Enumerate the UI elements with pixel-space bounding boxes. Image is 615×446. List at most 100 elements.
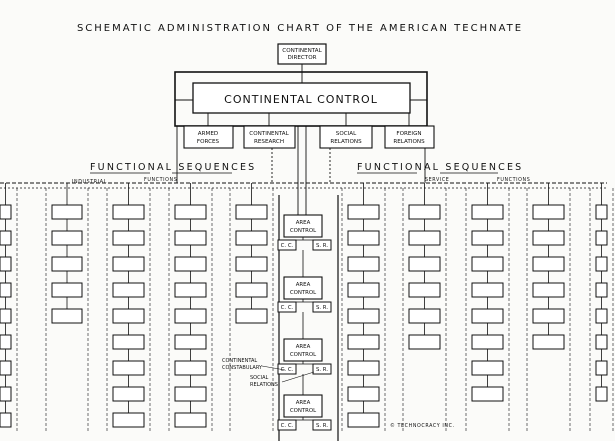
sequence-box — [347, 386, 380, 402]
cc-label: C. C. — [281, 305, 294, 311]
sequence-box — [595, 282, 608, 298]
sequence-box — [112, 204, 145, 220]
continental-research-box — [243, 125, 296, 149]
sequence-box — [112, 308, 145, 324]
sequence-box — [595, 308, 608, 324]
sequence-box — [0, 204, 12, 220]
sequence-box — [471, 308, 504, 324]
sequence-box — [174, 334, 207, 350]
area-control-label-1: AREA — [296, 220, 311, 226]
area-control-box — [283, 394, 323, 418]
sr-box — [312, 363, 332, 375]
sr-label: S. R. — [316, 423, 328, 429]
sequence-box — [235, 282, 268, 298]
area-control-box — [283, 276, 323, 300]
sequence-box — [51, 204, 83, 220]
social-relations-label-1: SOCIAL — [336, 131, 357, 137]
sequence-box — [532, 230, 565, 246]
area-control-label-1: AREA — [296, 282, 311, 288]
sequence-box — [595, 204, 608, 220]
sr-box — [312, 419, 332, 431]
sequence-box — [0, 412, 12, 428]
sequence-box — [174, 386, 207, 402]
right-functions-label: FUNCTIONS — [497, 177, 530, 183]
cc-label: C. C. — [281, 367, 294, 373]
area-control-label-2: CONTROL — [290, 408, 316, 414]
sequence-box — [408, 334, 441, 350]
area-control-box — [283, 214, 323, 238]
social-relations-note-2: RELATIONS — [250, 382, 278, 388]
sequence-box — [347, 360, 380, 376]
social-relations-box — [319, 125, 373, 149]
continental-constabulary-note-1: CONTINENTAL — [222, 358, 257, 364]
sequence-box — [112, 360, 145, 376]
constabulary-pointer — [261, 365, 286, 371]
armed-forces-label-1: ARMED — [198, 131, 218, 137]
sequence-box — [595, 230, 608, 246]
sequence-box — [174, 256, 207, 272]
right-functional-sequences-title: FUNCTIONAL SEQUENCES — [357, 162, 523, 173]
continental-director-label-1: CONTINENTAL — [282, 48, 322, 54]
sequence-box — [235, 204, 268, 220]
sequence-box — [347, 230, 380, 246]
sequence-box — [532, 256, 565, 272]
sr-label: S. R. — [316, 367, 328, 373]
sequence-box — [595, 256, 608, 272]
sequence-box — [235, 230, 268, 246]
area-controls: AREA CONTROL C. C. S. R. AREA CONTROL C. C. S. … — [277, 214, 332, 431]
connector-lines — [0, 64, 614, 441]
cc-box — [277, 301, 297, 313]
cc-box — [277, 239, 297, 251]
area-control-label-1: AREA — [296, 344, 311, 350]
area-control-label-1: AREA — [296, 400, 311, 406]
service-label: SERVICE — [425, 177, 449, 183]
social-relations-note-1: SOCIAL — [250, 375, 268, 381]
foreign-relations-label-1: FOREIGN — [396, 131, 421, 137]
continental-director-label-2: DIRECTOR — [288, 55, 317, 61]
social-relations-pointer — [281, 371, 315, 383]
sequence-box — [408, 256, 441, 272]
sequence-box — [112, 256, 145, 272]
sequence-box — [112, 334, 145, 350]
sequence-box — [0, 334, 12, 350]
chart-title: SCHEMATIC ADMINISTRATION CHART OF THE AM… — [77, 23, 523, 34]
sequence-box — [0, 360, 12, 376]
continental-research-label-1: CONTINENTAL — [249, 131, 289, 137]
sequence-box — [347, 334, 380, 350]
sequence-box — [112, 282, 145, 298]
continental-research-label-2: RESEARCH — [254, 139, 284, 145]
sequence-box — [471, 360, 504, 376]
sequence-boxes — [0, 204, 608, 428]
area-control-label-2: CONTROL — [290, 228, 316, 234]
sequence-box — [112, 386, 145, 402]
sequence-box — [0, 256, 12, 272]
sequence-box — [532, 282, 565, 298]
sequence-box — [408, 282, 441, 298]
sr-label: S. R. — [316, 243, 328, 249]
sequence-box — [347, 308, 380, 324]
cc-box — [277, 419, 297, 431]
sequence-box — [595, 360, 608, 376]
sequence-box — [0, 386, 12, 402]
area-control-label-2: CONTROL — [290, 352, 316, 358]
area-control-label-2: CONTROL — [290, 290, 316, 296]
sequence-box — [595, 386, 608, 402]
sequence-box — [595, 334, 608, 350]
sr-box — [312, 301, 332, 313]
continental-control-outer-box — [174, 71, 428, 127]
sequence-box — [347, 204, 380, 220]
sequence-box — [51, 230, 83, 246]
foreign-relations-box — [384, 125, 435, 149]
sequence-box — [408, 230, 441, 246]
left-functional-sequences-title: FUNCTIONAL SEQUENCES — [90, 162, 256, 173]
cc-label: C. C. — [281, 243, 294, 249]
sequence-box — [471, 282, 504, 298]
sequence-box — [174, 412, 207, 428]
sequence-box — [347, 282, 380, 298]
sequence-box — [532, 308, 565, 324]
sequence-box — [174, 204, 207, 220]
sequence-box — [51, 282, 83, 298]
sequence-box — [471, 256, 504, 272]
